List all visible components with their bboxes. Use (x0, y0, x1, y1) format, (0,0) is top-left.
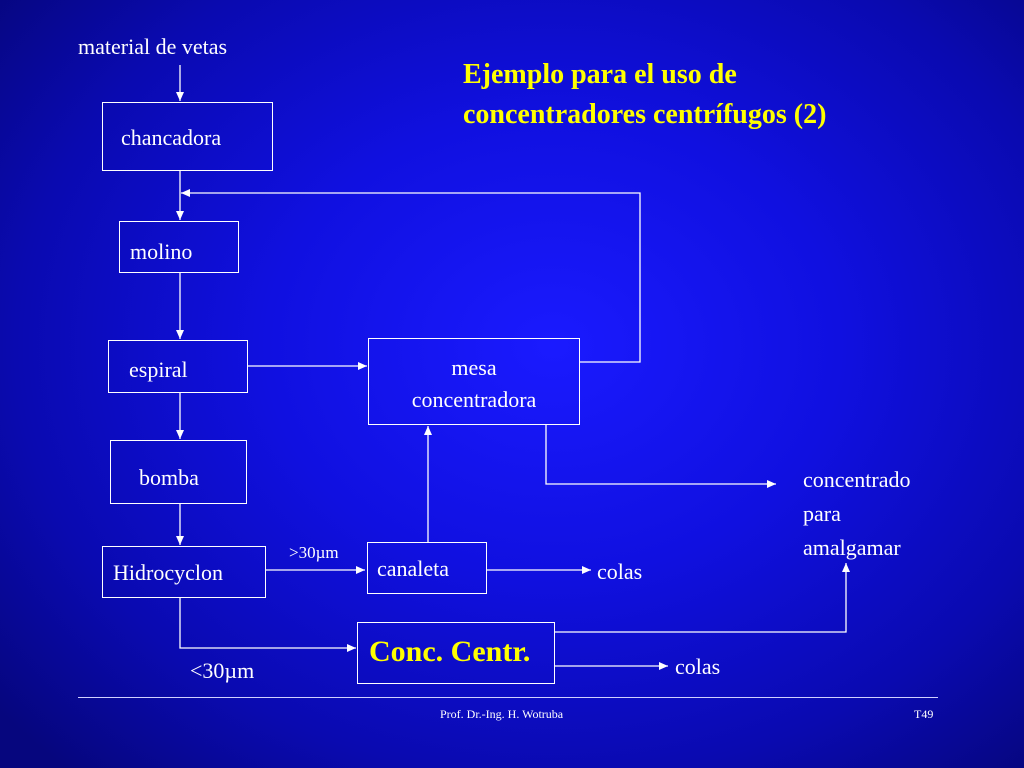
concentrado-line1: concentrado (803, 467, 911, 492)
mesa-concentradora-box: mesa concentradora (368, 338, 580, 425)
mesa-label-line2: concentradora (411, 387, 537, 412)
espiral-label: espiral (129, 357, 188, 382)
bomba-box: bomba (110, 440, 247, 504)
colas-canaleta-label: colas (597, 559, 643, 584)
canaleta-box: canaleta (367, 542, 487, 594)
concentrado-line2: para (803, 501, 841, 526)
footer-divider (78, 697, 938, 698)
footer-author: Prof. Dr.-Ing. H. Wotruba (440, 707, 564, 721)
chancadora-box: chancadora (102, 102, 273, 171)
footer-slide-number: T49 (914, 707, 934, 721)
bomba-label: bomba (139, 465, 199, 490)
hidrocyclon-box: Hidrocyclon (102, 546, 266, 598)
slide-title-line1: Ejemplo para el uso de (463, 59, 737, 90)
conc-centr-box: Conc. Centr. (357, 622, 555, 684)
espiral-box: espiral (108, 340, 248, 393)
colas-conc-centr-label: colas (675, 654, 721, 679)
conc-centr-label: Conc. Centr. (369, 635, 531, 668)
molino-label: molino (130, 239, 193, 264)
mesa-label-line1: mesa (451, 355, 497, 380)
slide-title: Ejemplo para el uso de concentradores ce… (463, 55, 983, 135)
hidrocyclon-label: Hidrocyclon (113, 560, 223, 585)
arrow-hidrocyclon-to-conc-centr (179, 598, 356, 652)
canaleta-label: canaleta (377, 556, 450, 581)
chancadora-label: chancadora (121, 125, 222, 150)
arrow-conc-centr-to-concentrado (555, 563, 850, 633)
arrow-mesa-recycle-to-molino (181, 189, 641, 363)
arrow-mesa-to-concentrado (545, 425, 776, 488)
coarse-fraction-label: >30µm (289, 543, 339, 562)
concentrado-line3: amalgamar (803, 535, 901, 560)
fine-fraction-label: <30µm (190, 658, 255, 683)
input-label: material de vetas (78, 34, 228, 59)
molino-box: molino (119, 221, 239, 273)
slide-title-line2: concentradores centrífugos (2) (463, 99, 827, 130)
concentrado-label: concentrado para amalgamar (803, 463, 911, 565)
